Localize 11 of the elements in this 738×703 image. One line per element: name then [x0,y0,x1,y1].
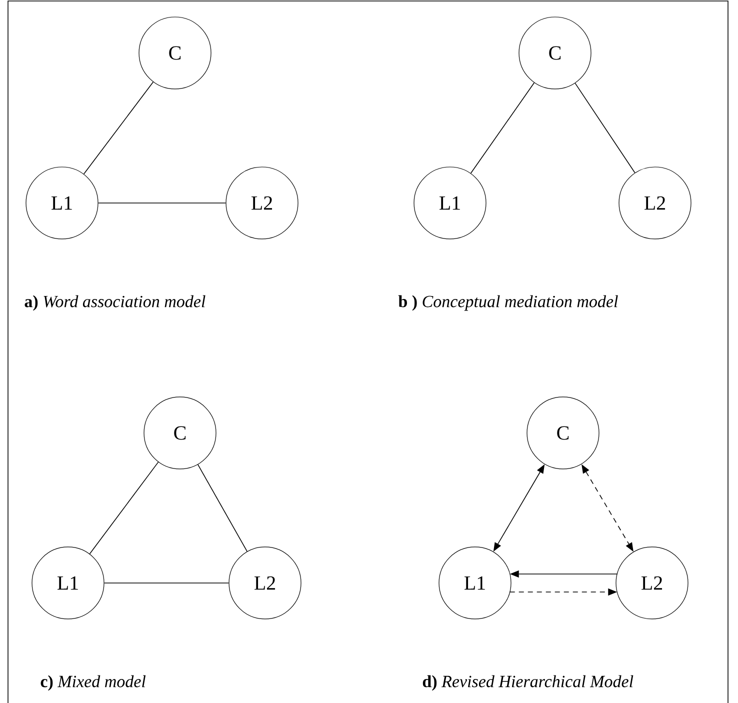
caption: c) Mixed model [40,675,146,691]
connector-line [104,582,230,584]
connector-line [470,82,535,174]
connector-line [574,82,636,174]
connector-line [198,464,248,552]
connector-line [89,462,159,554]
caption: a) Word association model [24,295,206,311]
caption: d) Revised Hierarchical Model [422,675,634,691]
caption: b ) Conceptual mediation model [398,295,618,311]
connector-line [98,202,226,204]
connector-line [83,82,154,174]
